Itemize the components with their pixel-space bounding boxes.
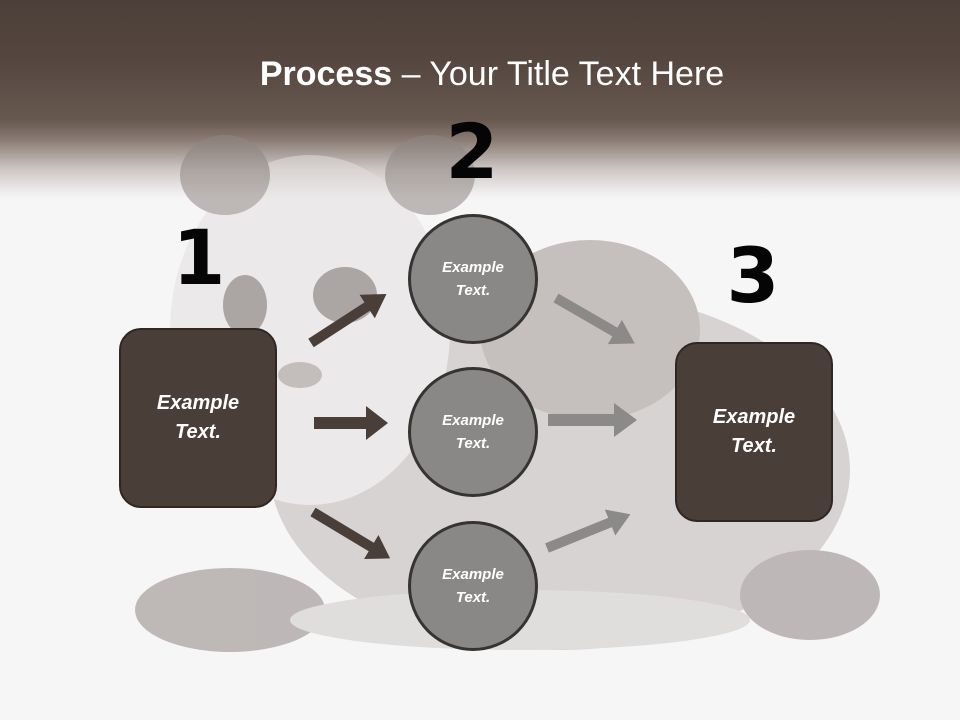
- title-bold-text: Process: [259, 55, 393, 93]
- process-circle-text: Example Text.: [442, 259, 504, 299]
- process-circle-top: Example Text.: [408, 214, 538, 344]
- step-number-2: 2: [445, 107, 499, 196]
- header-band: [0, 0, 960, 200]
- outgoing-arrows: [545, 293, 637, 553]
- process-circle-text: Example Text.: [442, 412, 504, 452]
- incoming-arrows: [308, 293, 391, 560]
- end-box: Example Text.: [675, 342, 833, 522]
- step-number-3: 3: [726, 231, 780, 320]
- arrow-icon: [545, 509, 631, 553]
- start-box-text: Example Text.: [156, 392, 240, 443]
- title-rest-text: – Your Title Text Here: [392, 55, 725, 93]
- process-circle-middle: Example Text.: [408, 367, 538, 497]
- arrow-icon: [548, 403, 637, 437]
- end-box-text: Example Text.: [712, 406, 796, 457]
- process-circle-bottom: Example Text.: [408, 521, 538, 651]
- arrow-icon: [553, 293, 635, 345]
- step-number-1: 1: [172, 213, 226, 302]
- arrow-icon: [308, 293, 387, 348]
- arrow-icon: [310, 507, 391, 560]
- process-circle-text: Example Text.: [442, 566, 504, 606]
- start-box: Example Text.: [119, 328, 277, 508]
- arrow-icon: [314, 406, 388, 440]
- slide-title: Process – Your Title Text Here: [0, 50, 960, 98]
